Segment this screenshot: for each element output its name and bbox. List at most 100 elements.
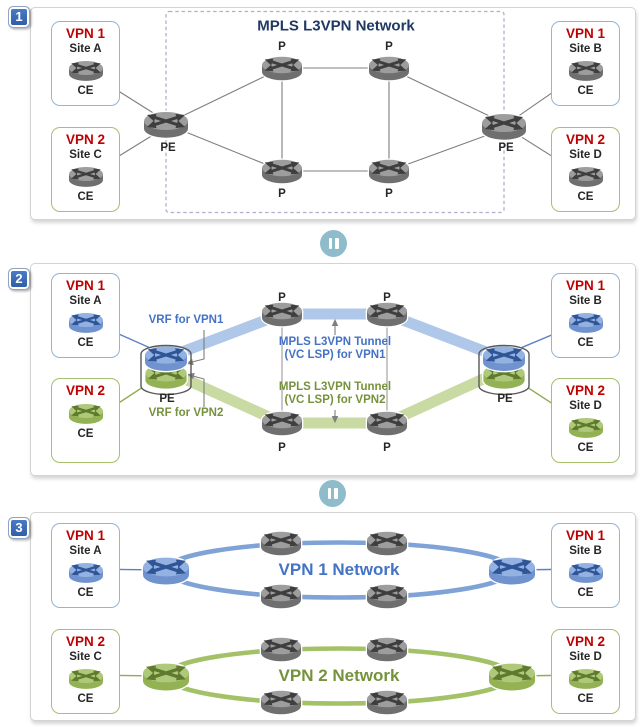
ce-device-label: CE [577, 337, 594, 349]
site-label: Site C [69, 651, 102, 663]
p-label: P [383, 292, 391, 304]
pe-cylinder-outline [140, 344, 192, 396]
ce-router-icon [66, 561, 106, 586]
ce-router-icon [566, 59, 606, 84]
vpn1-tunnel-label: MPLS L3VPN Tunnel (VC LSP) for VPN1 [278, 336, 392, 361]
panel-1-physical-topology: MPLS L3VPN Network P P P P PE PE VPN 1 S… [30, 7, 636, 220]
ce-router-icon [566, 561, 606, 586]
ce-router-icon [566, 667, 606, 692]
p-label: P [278, 188, 286, 200]
vpn2-tunnel-band [171, 368, 497, 429]
p-router-icon [260, 584, 303, 610]
vpn-label: VPN 1 [565, 528, 606, 543]
site-label: Site B [569, 545, 602, 557]
ce-router-icon [66, 59, 106, 84]
vpn-label: VPN 1 [565, 26, 606, 41]
vpn-label: VPN 1 [65, 528, 106, 543]
pe-cylinder-outline [478, 344, 530, 396]
vpn2-tunnel-label: MPLS L3VPN Tunnel (VC LSP) for VPN2 [278, 381, 392, 406]
vrf-callout-lines [184, 318, 339, 424]
p-label: P [278, 41, 286, 53]
vpn2-network-label: VPN 2 Network [278, 666, 400, 685]
p-router-icon [260, 637, 303, 663]
site-label: Site A [69, 545, 102, 557]
pe-vrf-vpn1-router-icon [482, 345, 527, 372]
site-box-vpn1-site-b: VPN 1 Site B CE [551, 273, 620, 358]
panel-3-badge: 3 [8, 517, 30, 539]
p-router-icon [366, 302, 409, 328]
p-label: P [278, 442, 286, 454]
ce-router-icon [566, 416, 606, 441]
vpn1-tunnel-band [172, 308, 496, 361]
mpls-network-title: MPLS L3VPN Network [257, 17, 415, 35]
ce-router-icon [66, 311, 106, 336]
pause-icon [320, 230, 347, 257]
p-router-icon [366, 411, 409, 437]
pe-label: PE [497, 393, 513, 405]
vpn-label: VPN 1 [65, 278, 106, 293]
p-router-icon [260, 531, 303, 557]
site-box-vpn1-site-a: VPN 1 Site A CE [51, 21, 120, 106]
site-label: Site B [569, 295, 602, 307]
pe-label: PE [498, 142, 514, 154]
p-router-icon [260, 690, 303, 716]
site-box-vpn1-site-b: VPN 1 Site B CE [551, 21, 620, 106]
vrf-vpn2-label: VRF for VPN2 [148, 407, 224, 419]
p-label: P [385, 188, 393, 200]
p-label: P [278, 292, 286, 304]
site-box-vpn2-site-d: VPN 2 Site D CE [551, 378, 620, 463]
pe-router-icon [143, 111, 190, 140]
site-box-vpn2-site-d: VPN 2 Site D CE [551, 629, 620, 714]
vpn2-edge-router-icon [142, 662, 191, 692]
pe-router-icon [481, 113, 528, 142]
p-label: P [385, 41, 393, 53]
vpn1-edge-router-icon [142, 556, 191, 586]
p-router-icon [261, 411, 304, 437]
pe-label: PE [160, 142, 176, 154]
ce-router-icon [566, 165, 606, 190]
vpn-label: VPN 2 [565, 634, 606, 649]
site-label: Site D [569, 651, 602, 663]
site-label: Site A [69, 295, 102, 307]
panel-3-logical-networks: VPN 1 Network VPN 2 Network VPN 1 Site A… [30, 512, 636, 721]
site-label: Site A [69, 43, 102, 55]
panel-2-vrf-tunnels: VRF for VPN1 VRF for VPN2 MPLS L3VPN Tun… [30, 263, 636, 476]
ce-router-icon [566, 311, 606, 336]
site-box-vpn1-site-a: VPN 1 Site A CE [51, 273, 120, 358]
panel-1-badge: 1 [8, 6, 30, 28]
site-label: Site B [569, 43, 602, 55]
pe-vrf-vpn1-router-icon [144, 345, 189, 372]
ce-router-icon [66, 165, 106, 190]
site-box-vpn2-site-c: VPN 2 Site C CE [51, 629, 120, 714]
vpn-label: VPN 2 [65, 634, 106, 649]
ce-device-label: CE [77, 85, 94, 97]
panel-1-diagram [84, 10, 586, 214]
site-box-vpn2-site-c: VPN 2 CE [51, 378, 120, 463]
vpn1-network-label: VPN 1 Network [278, 560, 400, 579]
site-box-vpn2-site-d: VPN 2 Site D CE [551, 127, 620, 212]
vpn-label: VPN 2 [565, 132, 606, 147]
mpls-network-boundary [165, 10, 505, 214]
p-router-icon [366, 584, 409, 610]
site-box-vpn1-site-a: VPN 1 Site A CE [51, 523, 120, 608]
vpn-label: VPN 1 [565, 278, 606, 293]
site-label: Site D [569, 400, 602, 412]
pe-label: PE [159, 393, 175, 405]
ce-router-icon [66, 667, 106, 692]
vrf-vpn1-label: VRF for VPN1 [148, 314, 224, 326]
site-box-vpn1-site-b: VPN 1 Site B CE [551, 523, 620, 608]
p-router-icon [261, 159, 304, 185]
p-label: P [383, 442, 391, 454]
p-router-icon [368, 159, 411, 185]
ce-device-label: CE [77, 191, 94, 203]
site-label: Site D [569, 149, 602, 161]
vpn-label: VPN 2 [65, 383, 106, 398]
p-router-icon [366, 690, 409, 716]
p-router-icon [261, 56, 304, 82]
ce-device-label: CE [577, 587, 594, 599]
ce-device-label: CE [577, 442, 594, 454]
p-router-icon [261, 302, 304, 328]
site-label: Site C [69, 149, 102, 161]
vpn-label: VPN 2 [565, 383, 606, 398]
